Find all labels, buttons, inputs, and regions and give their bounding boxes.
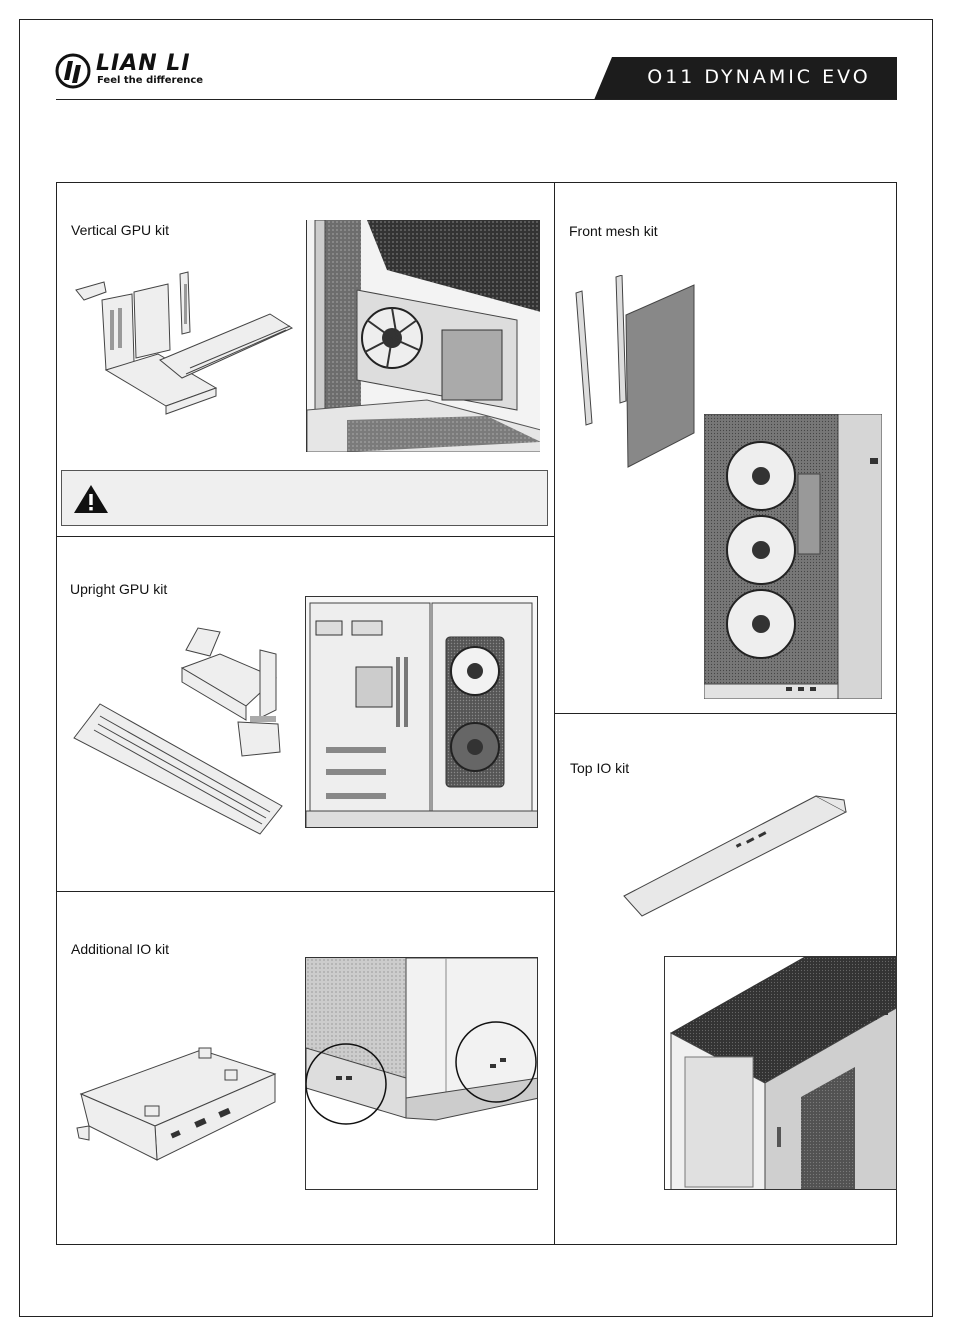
- additional-io-install-photo: [305, 957, 538, 1190]
- grid-divider-left-1: [56, 536, 555, 537]
- vertical-gpu-kit-title: Vertical GPU kit: [71, 222, 170, 238]
- additional-io-kit-title: Additional IO kit: [71, 941, 170, 957]
- upright-gpu-kit-title: Upright GPU kit: [70, 581, 168, 597]
- grid-divider-left-2: [56, 891, 555, 892]
- front-mesh-kit-title: Front mesh kit: [569, 223, 658, 239]
- warning-notice: [61, 470, 548, 526]
- top-io-panel-illustration: [623, 795, 848, 917]
- header-rule: [56, 99, 896, 100]
- grid-divider-right-1: [554, 713, 897, 714]
- brand-logo: LIAN LI Feel the difference: [55, 51, 225, 93]
- upright-gpu-bracket-illustration: [73, 627, 283, 835]
- upright-gpu-install-photo: [305, 596, 538, 828]
- front-mesh-install-photo: [704, 414, 882, 699]
- brand-tagline: Feel the difference: [97, 75, 204, 86]
- lian-li-logo-icon: [55, 53, 91, 89]
- vertical-gpu-bracket-illustration: [75, 271, 294, 415]
- vertical-gpu-install-photo: [306, 220, 540, 452]
- model-banner: O11 DYNAMIC EVO: [594, 57, 897, 100]
- model-name: O11 DYNAMIC EVO: [647, 66, 871, 88]
- page-frame: [19, 19, 933, 1317]
- front-mesh-panel-illustration: [575, 275, 695, 468]
- warning-triangle-icon: [74, 485, 108, 513]
- brand-name: LIAN LI: [96, 51, 191, 76]
- top-io-install-photo: [664, 956, 897, 1190]
- additional-io-module-illustration: [76, 1047, 277, 1161]
- top-io-kit-title: Top IO kit: [570, 760, 630, 776]
